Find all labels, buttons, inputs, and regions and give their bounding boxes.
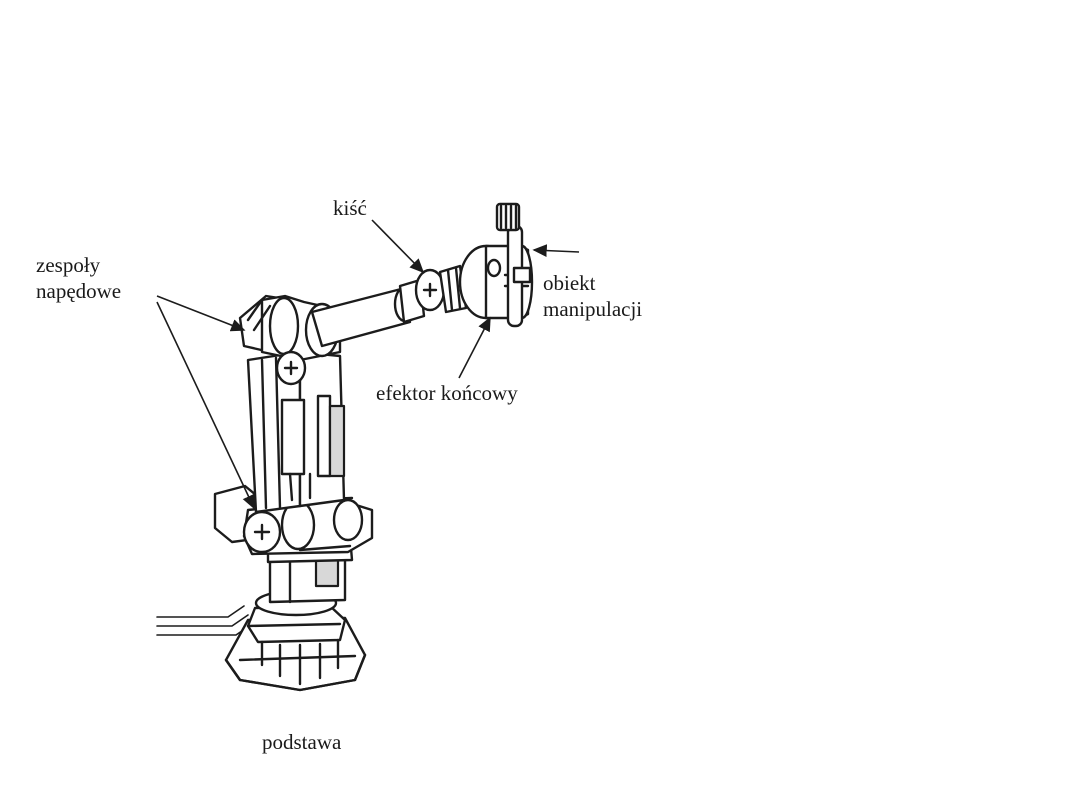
label-drive-units-line1: zespoły bbox=[36, 253, 101, 277]
label-object-line1: obiekt bbox=[543, 271, 596, 295]
wrist-joint bbox=[414, 264, 468, 314]
forearm bbox=[310, 278, 426, 348]
label-end-effector: efektor końcowy bbox=[376, 381, 518, 405]
robot-base bbox=[224, 589, 367, 692]
label-drive-units-line2: napędowe bbox=[36, 279, 122, 303]
shoulder-joint bbox=[213, 484, 374, 556]
leader-lines bbox=[156, 219, 580, 510]
label-wrist: kiść bbox=[333, 196, 367, 220]
cable-lines bbox=[156, 605, 253, 636]
label-object-line2: manipulacji bbox=[543, 297, 643, 321]
upper-arm bbox=[246, 350, 346, 514]
manipulated-object bbox=[495, 202, 532, 328]
label-base: podstawa bbox=[262, 730, 342, 754]
